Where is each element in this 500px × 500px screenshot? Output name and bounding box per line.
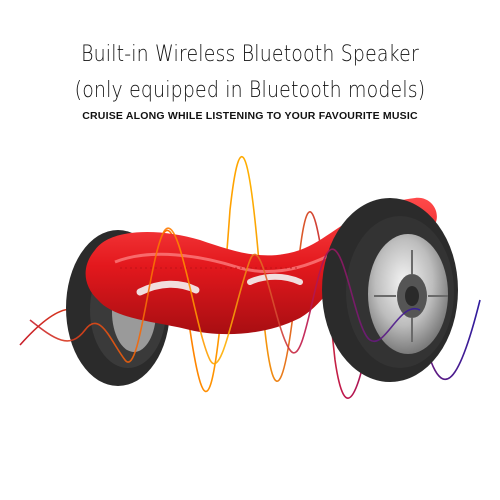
tagline: CRUISE ALONG WHILE LISTENING TO YOUR FAV… [82,110,418,122]
right-wheel [322,198,458,382]
headline-line-1: Built-in Wireless Bluetooth Speaker [81,42,419,67]
headline-line-2: (only equipped in Bluetooth models) [74,78,426,103]
sound-wave-front [29,227,421,365]
